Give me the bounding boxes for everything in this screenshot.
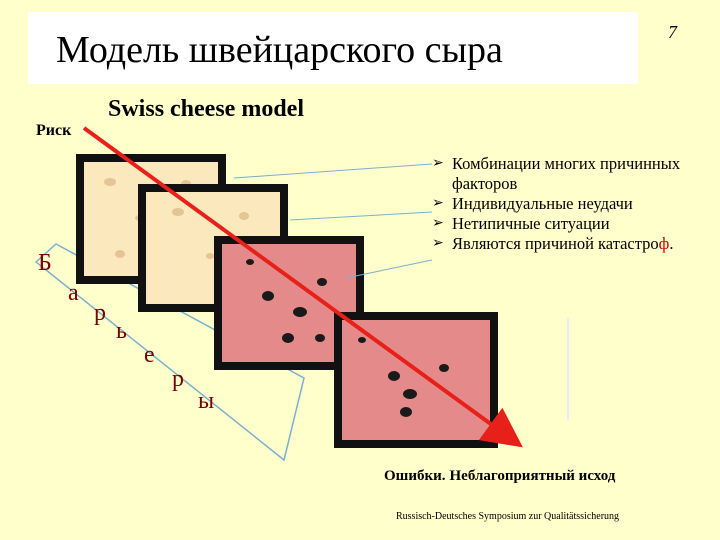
- bullet-item-2: Индивидуальные неудачи: [432, 194, 720, 214]
- bullet-item-3: Нетипичные ситуации: [432, 214, 720, 234]
- bullet-item-1: Комбинации многих причинных факторов: [432, 154, 720, 194]
- risk-trajectory-arrow: [82, 126, 523, 448]
- outcome-label: Неблагоприятный исход: [449, 468, 616, 484]
- outcome-caption: Ошибки.Неблагоприятный исход: [384, 468, 615, 485]
- barrier-band: [34, 243, 305, 462]
- errors-label: Ошибки.: [384, 468, 446, 484]
- bullet-item-4: Являются причиной катастроф.: [432, 234, 720, 254]
- barrier-letter-6: р: [172, 366, 184, 392]
- barrier-letter-4: ь: [116, 318, 127, 344]
- bullet-list: Комбинации многих причинных факторов Инд…: [432, 154, 720, 254]
- cheese-slice-4: [334, 312, 498, 448]
- barrier-letter-5: е: [144, 342, 155, 368]
- barrier-letter-2: а: [68, 280, 79, 306]
- title-box: [28, 12, 638, 84]
- risk-label: Риск: [36, 122, 72, 139]
- barrier-letter-1: Б: [38, 250, 52, 276]
- page-title: Модель швейцарского сыра: [56, 29, 503, 71]
- barrier-letter-3: р: [94, 300, 106, 326]
- footer: Russisch-Deutsches Symposium zur Qualitä…: [396, 511, 620, 522]
- subtitle: Swiss cheese model: [108, 96, 304, 122]
- barrier-letter-7: ы: [198, 388, 215, 414]
- slide-number: 7: [668, 22, 677, 42]
- accent-letter: ф: [658, 234, 670, 253]
